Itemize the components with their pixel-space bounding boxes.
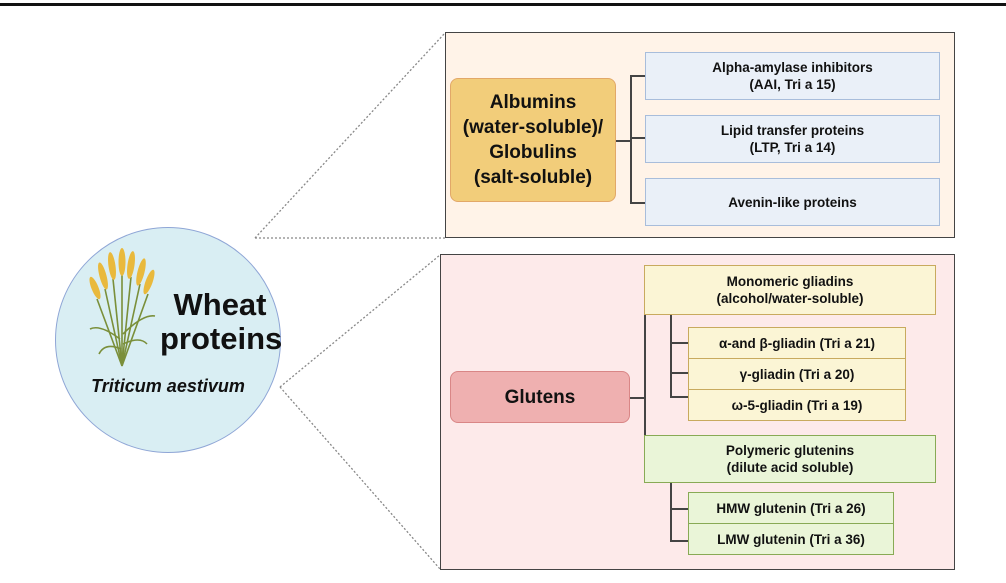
wheat-plant-icon [89,248,156,367]
glutenin-item: HMW glutenin (Tri a 26) [688,492,894,524]
tree-connector [630,397,645,399]
tree-connector [670,508,688,510]
box-line: Lipid transfer proteins [720,123,865,138]
box-line: (LTP, Tri a 14) [749,140,836,155]
connector-top-diagonal [254,32,446,239]
tree-connector [630,137,646,139]
gliadin-item: γ-gliadin (Tri a 20) [688,358,906,390]
tree-connector [670,315,672,397]
glutenin-item: LMW glutenin (Tri a 36) [688,523,894,555]
tree-connector [670,483,672,541]
tree-connector [616,140,631,142]
protein-box-ltp: Lipid transfer proteins (LTP, Tri a 14) [645,115,940,163]
species-name: Triticum aestivum [91,376,245,396]
top-border-line [0,3,1006,6]
category-line: (water-soluble)/ [462,117,604,138]
box-line: Polymeric glutenins [725,443,855,458]
wheat-proteins-circle [55,227,281,453]
protein-box-aai: Alpha-amylase inhibitors (AAI, Tri a 15) [645,52,940,100]
box-line: Alpha-amylase inhibitors [712,60,873,75]
connector-bottom-upper [279,254,441,388]
box-line: Avenin-like proteins [728,194,857,210]
tree-connector [630,75,646,77]
box-line: (alcohol/water-soluble) [716,291,864,306]
connector-bottom-lower [279,386,441,570]
box-line: (AAI, Tri a 15) [749,77,836,92]
box-line: (dilute acid soluble) [726,460,854,475]
tree-connector [644,290,646,459]
tree-connector [630,75,632,203]
title-line-1: Wheat [173,287,267,322]
gliadin-item: α-and β-gliadin (Tri a 21) [688,327,906,359]
category-line: (salt-soluble) [473,167,593,188]
albumins-globulins-box: Albumins (water-soluble)/ Globulins (sal… [450,78,616,202]
gliadins-group-box: Monomeric gliadins (alcohol/water-soluble… [644,265,936,315]
gliadin-item: ω-5-gliadin (Tri a 19) [688,389,906,421]
protein-box-avenin: Avenin-like proteins [645,178,940,226]
box-line: Monomeric gliadins [726,274,854,289]
tree-connector [670,372,688,374]
tree-connector [670,540,688,542]
glutenins-group-box: Polymeric glutenins (dilute acid soluble) [644,435,936,483]
tree-connector [630,202,646,204]
title-line-2: proteins [160,321,283,356]
tree-connector [670,396,688,398]
wheat-proteins-title: Wheat proteins [160,287,283,356]
glutens-box: Glutens [450,371,630,423]
category-line: Albumins [489,92,577,113]
tree-connector [670,342,688,344]
category-line: Globulins [489,142,577,163]
